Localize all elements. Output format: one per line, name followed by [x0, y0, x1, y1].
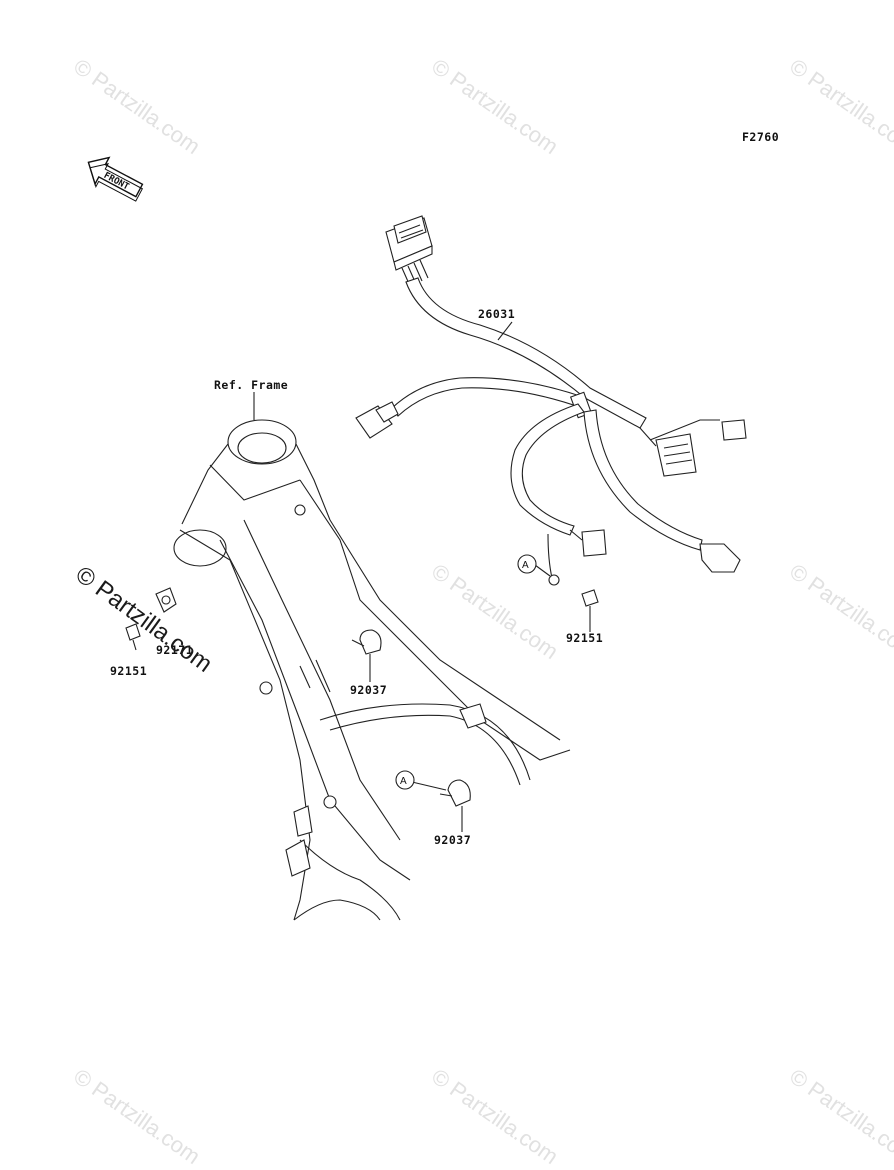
- watermark: © Partzilla.com: [785, 54, 894, 160]
- part-label-harness[interactable]: 26031: [478, 307, 515, 321]
- bolt-92151-left: [125, 623, 141, 651]
- callout-a-letter: A: [400, 776, 407, 787]
- left-connector: [355, 401, 399, 439]
- callout-a-upper: A: [517, 554, 537, 574]
- callout-a-letter: A: [522, 560, 529, 571]
- right-connector: [639, 419, 747, 477]
- frame: [173, 419, 571, 921]
- part-label-clamp-left[interactable]: 92171: [156, 643, 193, 657]
- ref-frame-label: Ref. Frame: [214, 378, 288, 392]
- watermark: © Partzilla.com: [69, 1064, 205, 1170]
- clamp-92037-mid: [351, 629, 382, 655]
- wiring-harness: [355, 215, 747, 586]
- watermark: © Partzilla.com: [785, 559, 894, 665]
- clamp-92171: [155, 587, 177, 613]
- watermark-layer: © Partzilla.com © Partzilla.com © Partzi…: [69, 54, 894, 1170]
- watermark: © Partzilla.com: [785, 1064, 894, 1170]
- watermark: © Partzilla.com: [427, 559, 563, 665]
- watermark-overlay: © Partzilla.com: [70, 561, 217, 678]
- bolt-92151-right: [581, 589, 599, 618]
- part-label-clamp-low[interactable]: 92037: [434, 833, 471, 847]
- right-lower-connector: [699, 543, 741, 573]
- part-label-clamp-mid[interactable]: 92037: [350, 683, 387, 697]
- part-label-bolt-right[interactable]: 92151: [566, 631, 603, 645]
- watermark: © Partzilla.com: [69, 54, 205, 160]
- main-connector: [385, 215, 433, 287]
- lower-connector: [569, 529, 607, 557]
- callout-a-lower: A: [395, 770, 415, 790]
- watermark: © Partzilla.com: [427, 54, 563, 160]
- watermark: © Partzilla.com: [427, 1064, 563, 1170]
- front-arrow-icon: FRONT: [87, 156, 144, 202]
- part-label-bolt-left[interactable]: 92151: [110, 664, 147, 678]
- leader-lines: [253, 321, 591, 832]
- diagram-code: F2760: [742, 130, 779, 144]
- clamp-92037-low: [439, 779, 471, 807]
